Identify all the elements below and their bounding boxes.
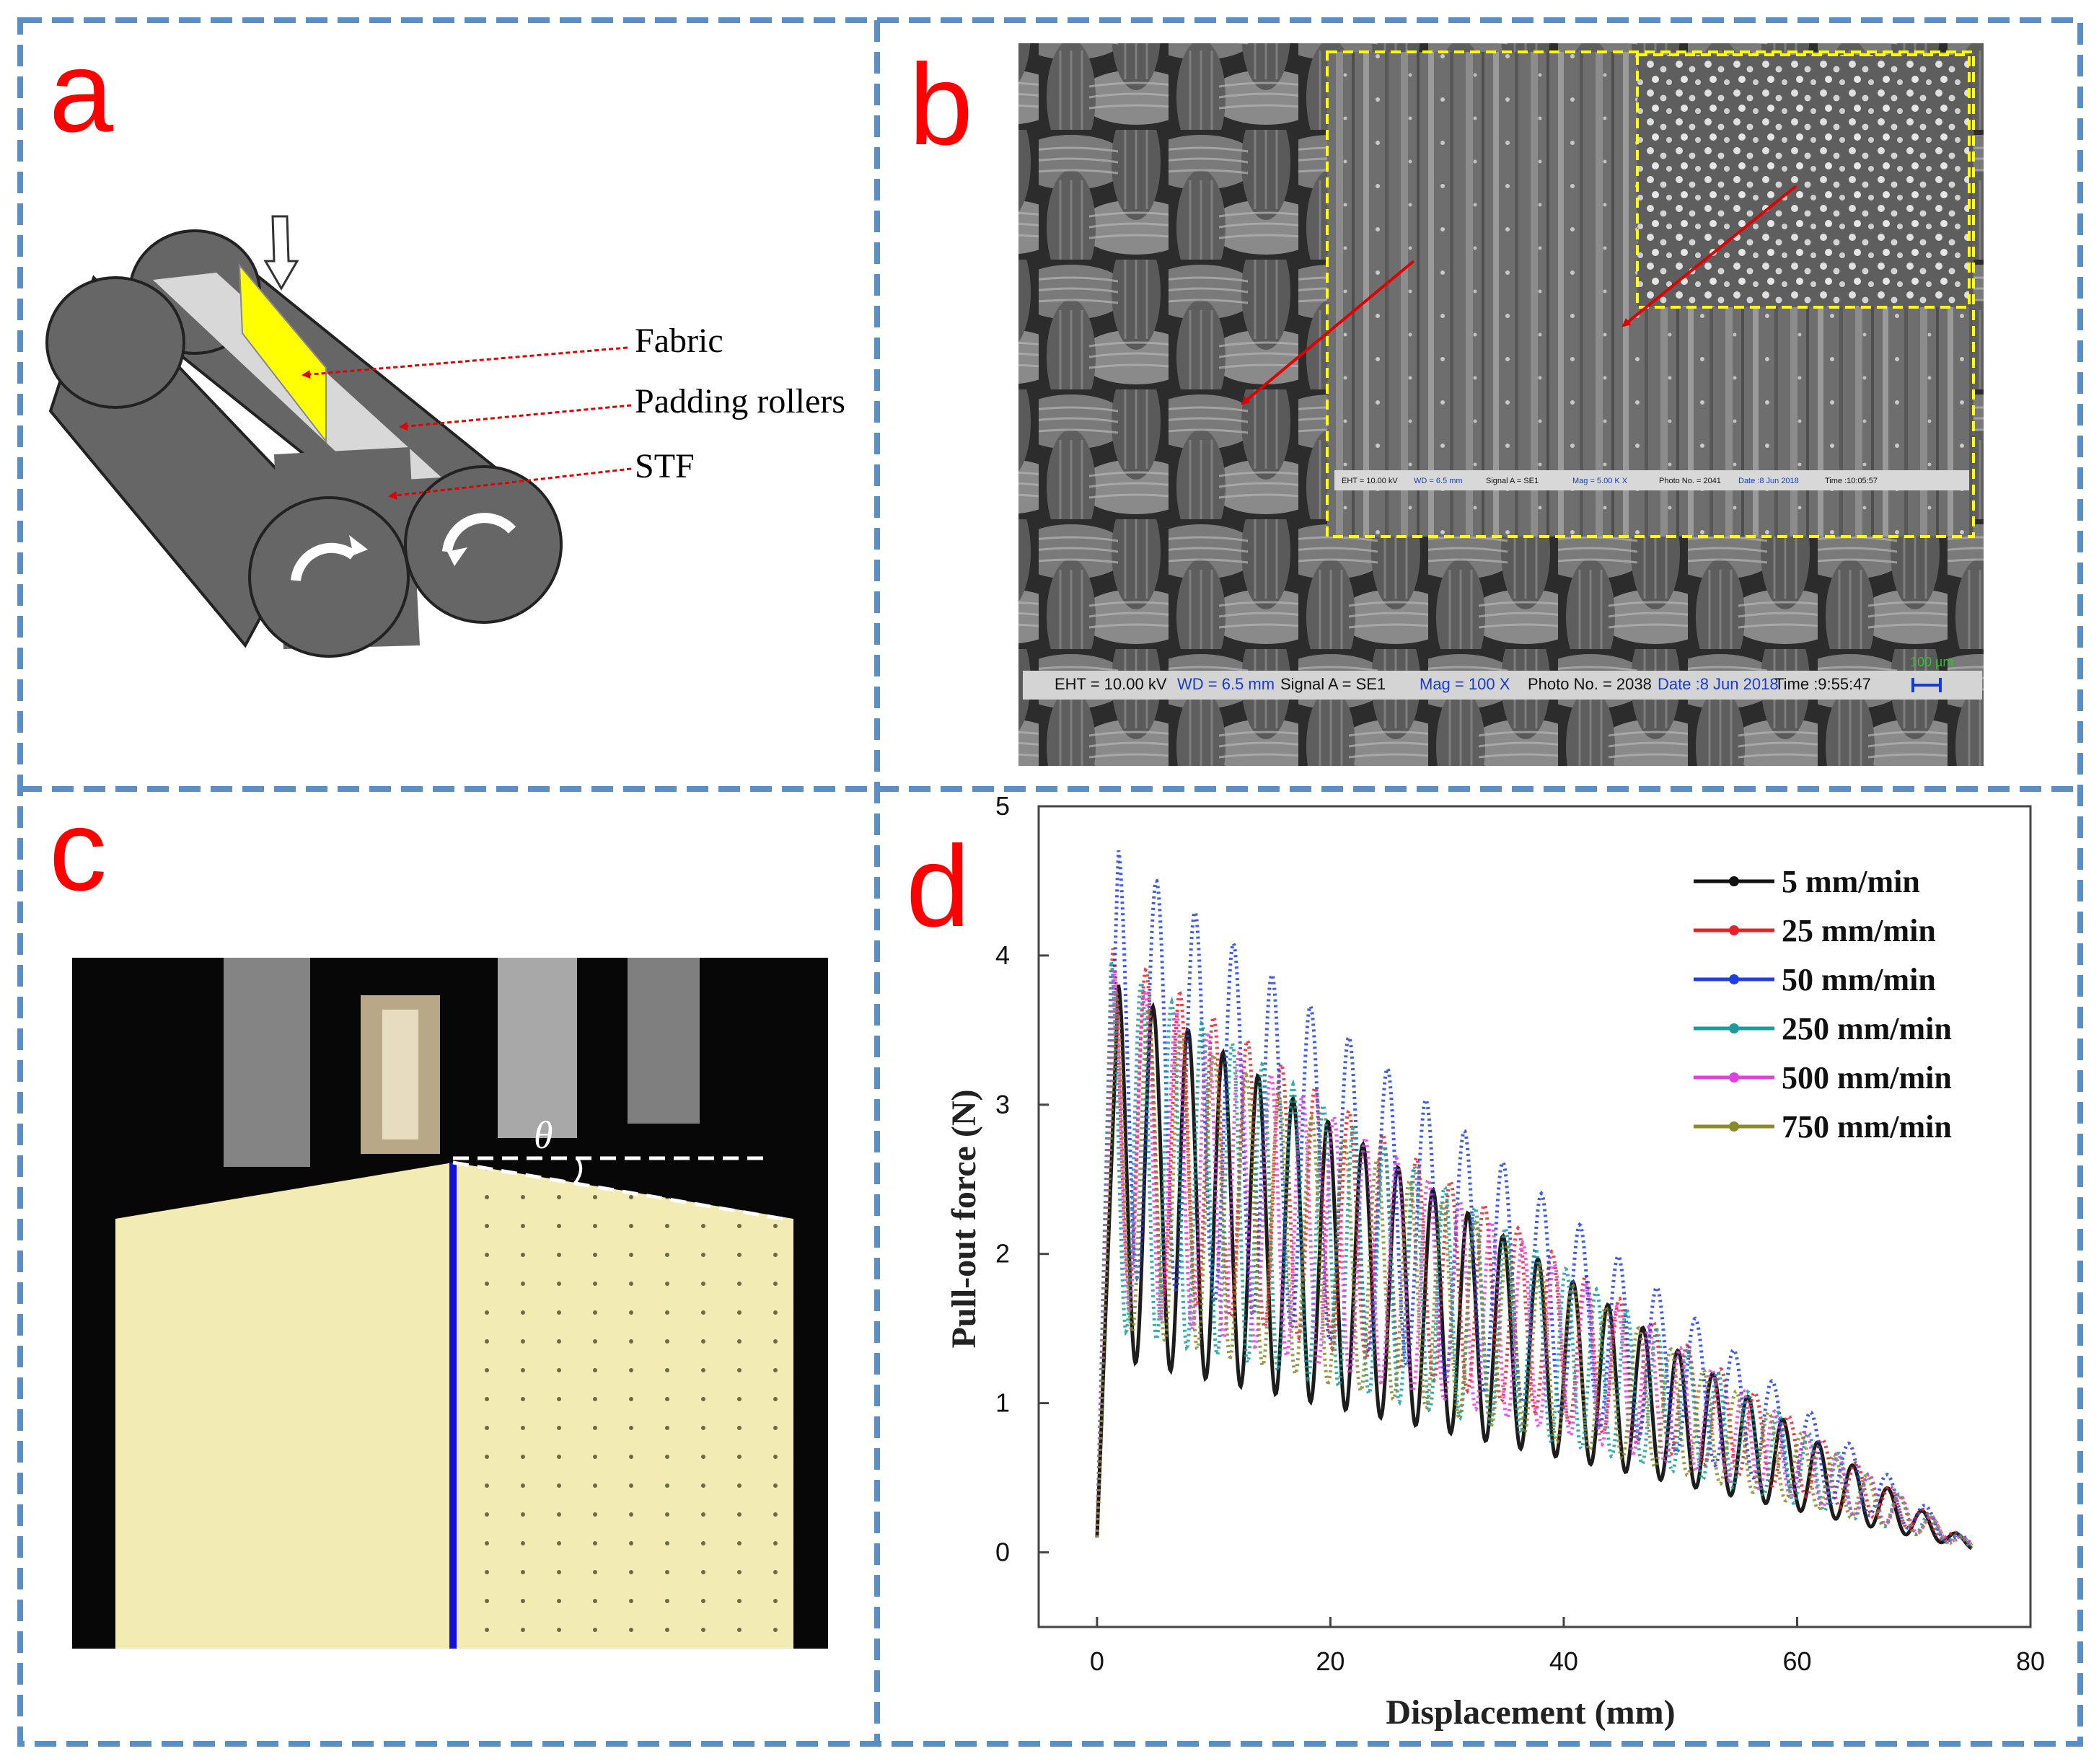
x-tick-label: 20 — [1316, 1646, 1345, 1676]
panel-borders — [17, 17, 2083, 1747]
sem-inset-info-bar — [1334, 470, 1969, 490]
sem-photo: Photo No. = 2038 — [1528, 675, 1652, 693]
legend-marker — [1729, 925, 1739, 935]
panel-c-label: c — [49, 785, 107, 914]
panel-a: a Fabric Pa — [45, 27, 845, 658]
legend-entry: 750 mm/min — [1782, 1109, 1952, 1145]
legend-marker — [1729, 1121, 1739, 1132]
x-tick-label: 60 — [1782, 1646, 1811, 1676]
series-line — [1095, 850, 1973, 1546]
legend-marker — [1729, 1023, 1739, 1033]
panel-c: c θ — [49, 785, 828, 1649]
inset-eht: EHT = 10.00 kV — [1342, 477, 1398, 485]
legend-entry: 500 mm/min — [1782, 1060, 1952, 1095]
panel-a-label: a — [49, 27, 113, 156]
x-tick-label: 0 — [1090, 1646, 1104, 1676]
legend-entry: 5 mm/min — [1782, 864, 1920, 899]
sem-eht: EHT = 10.00 kV — [1055, 675, 1167, 693]
inset-photo: Photo No. = 2041 — [1659, 477, 1721, 485]
series-line — [1095, 984, 1973, 1551]
y-tick-label: 4 — [995, 940, 1010, 970]
panel-b-label: b — [909, 40, 973, 169]
x-axis-label: Displacement (mm) — [1386, 1693, 1675, 1732]
legend-entry: 25 mm/min — [1782, 913, 1936, 948]
inset-wd: WD = 6.5 mm — [1414, 477, 1463, 485]
legend-marker — [1729, 1072, 1739, 1082]
annotation-fabric: Fabric — [635, 322, 723, 360]
annotation-stf: STF — [635, 447, 695, 485]
y-tick-label: 3 — [995, 1090, 1010, 1119]
x-tick-label: 80 — [2016, 1646, 2045, 1676]
pull-out-chart: 0 1 2 3 4 5 0 20 40 60 80 5 mm/min 25 mm/min 50 mm/… — [945, 791, 2045, 1732]
panel-d-label: d — [906, 821, 970, 951]
legend-entry: 50 mm/min — [1782, 962, 1936, 997]
y-tick-label: 1 — [995, 1388, 1010, 1418]
legend-marker — [1729, 974, 1739, 984]
angle-theta: θ — [534, 1113, 553, 1157]
sem-main-info-bar — [1023, 671, 1982, 700]
padding-rollers-illustration — [45, 215, 563, 658]
y-tick-label: 2 — [995, 1239, 1010, 1269]
x-tick-label: 40 — [1549, 1646, 1578, 1676]
y-tick-label: 0 — [995, 1538, 1010, 1567]
annotation-arrows — [302, 346, 632, 500]
inset-signal: Signal A = SE1 — [1486, 477, 1539, 485]
legend-entry: 250 mm/min — [1782, 1011, 1952, 1046]
inset-date: Date :8 Jun 2018 — [1738, 477, 1799, 485]
legend-marker — [1729, 876, 1739, 886]
sem-date: Date :8 Jun 2018 — [1658, 675, 1779, 693]
inset-time: Time :10:05:57 — [1825, 477, 1878, 485]
sem-time: Time :9:55:47 — [1774, 675, 1871, 693]
inset-mag: Mag = 5.00 K X — [1572, 477, 1628, 485]
y-axis-label: Pull-out force (N) — [945, 1089, 983, 1348]
sem-scale-label: 100 µm — [1910, 655, 1953, 669]
series-line — [1095, 961, 1973, 1550]
down-arrow-icon — [263, 215, 299, 291]
panel-b: b EHT = 10.00 kV WD = 6.5 mm Signal A = … — [909, 40, 1984, 766]
y-tick-label: 5 — [995, 791, 1010, 821]
fabric-sheet — [238, 263, 327, 444]
panel-d: d 0 1 2 3 4 5 0 20 40 60 80 5 mm/min 25 mm/min 50 m… — [906, 791, 2045, 1732]
annotation-padding-rollers: Padding rollers — [635, 382, 845, 420]
sem-wd: WD = 6.5 mm — [1177, 675, 1275, 693]
series-line — [1095, 969, 1973, 1548]
plot-frame — [1037, 805, 2032, 1628]
deflection-line — [452, 1160, 783, 1221]
sem-mag: Mag = 100 X — [1420, 675, 1510, 693]
sem-inset-particles — [1636, 53, 1971, 309]
sem-scale-bar — [1911, 678, 1942, 692]
sem-signal: Signal A = SE1 — [1280, 675, 1386, 693]
series-line — [1095, 948, 1973, 1550]
